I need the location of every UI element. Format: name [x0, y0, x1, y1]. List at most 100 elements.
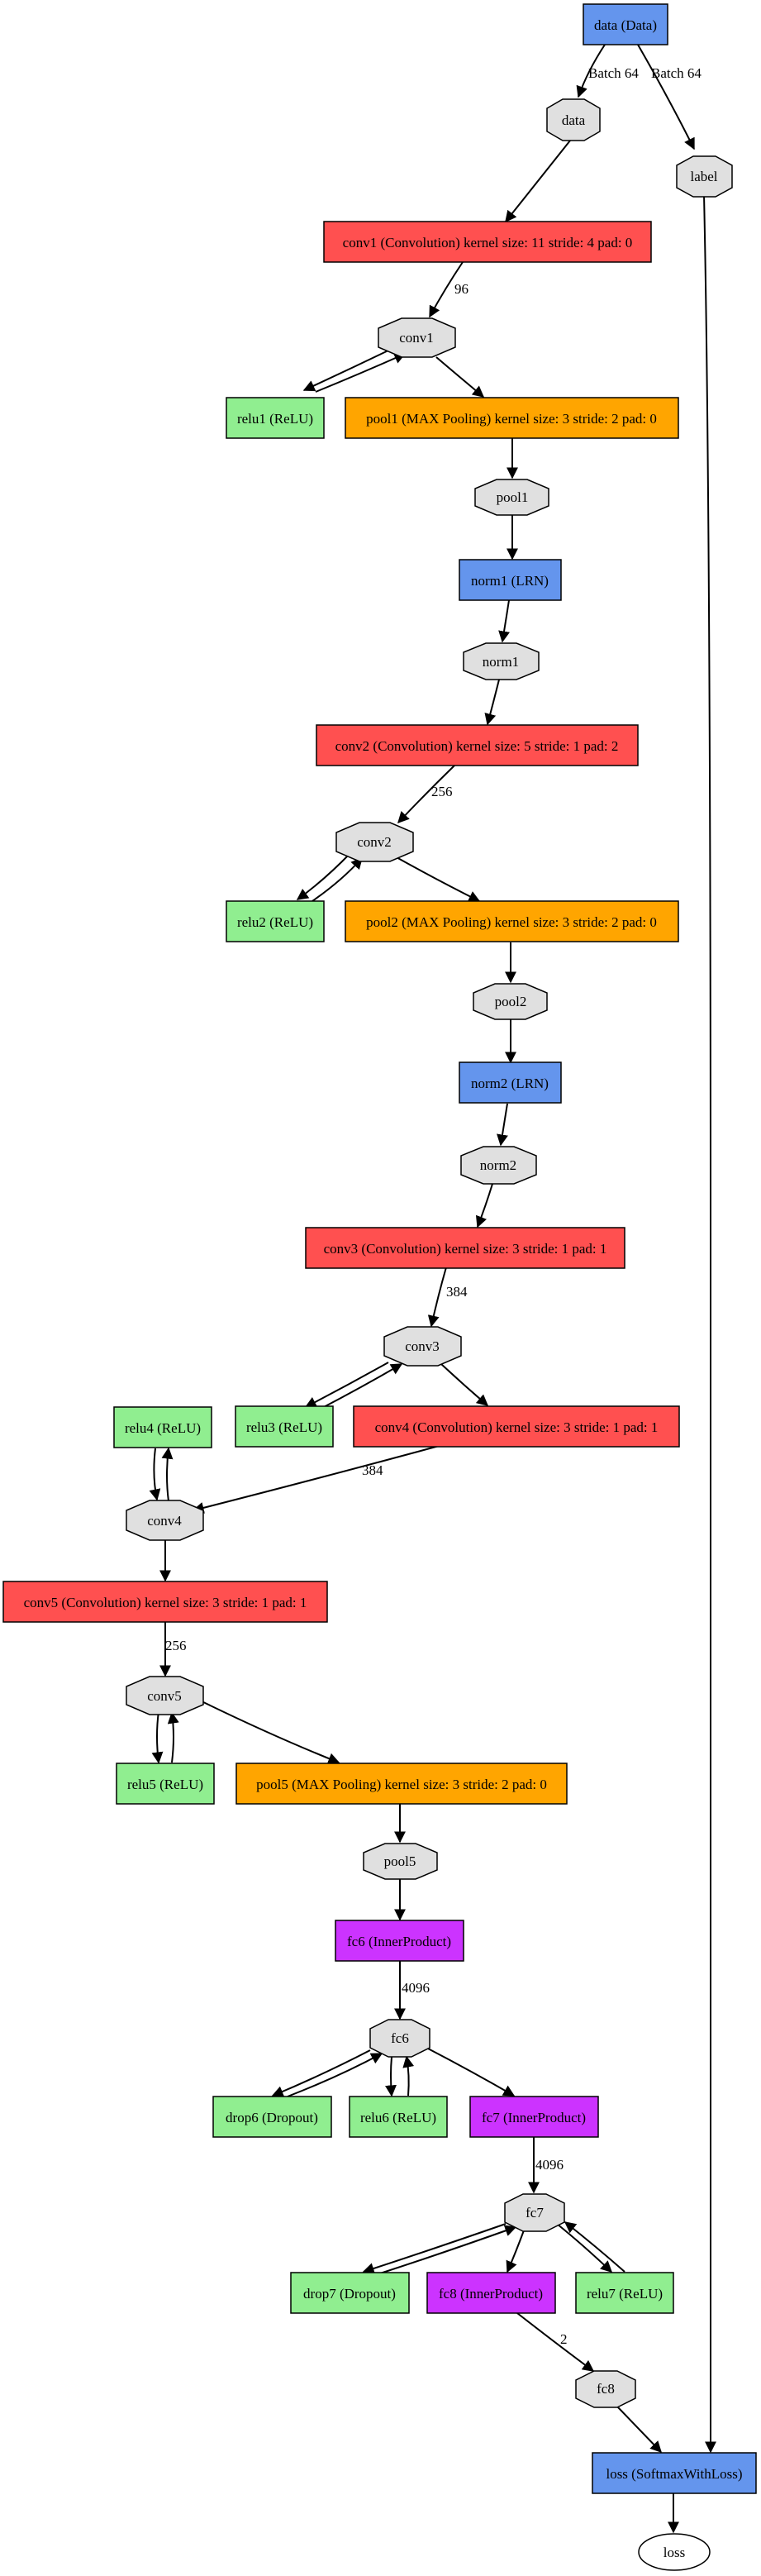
- blob-conv5[interactable]: conv5: [126, 1676, 204, 1715]
- layer-relu4[interactable]: relu4 (ReLU): [113, 1406, 212, 1448]
- blob-conv4-shape: [126, 1500, 204, 1541]
- edge-label-fc8-units: 2: [560, 2331, 568, 2347]
- layer-conv2-box: [316, 724, 639, 766]
- blob-data[interactable]: data: [546, 98, 601, 141]
- layer-pool2[interactable]: pool2 (MAX Pooling) kernel size: 3 strid…: [345, 900, 679, 942]
- blob-norm2[interactable]: norm2: [460, 1146, 537, 1185]
- blob-conv3-label: conv3: [405, 1338, 440, 1354]
- edge-drop6-to-fc6-blob: [287, 2053, 383, 2097]
- edge-fc7-blob-to-fc8: [506, 2230, 525, 2273]
- layer-pool2-label: pool2 (MAX Pooling) kernel size: 3 strid…: [366, 914, 657, 930]
- blob-label[interactable]: label: [676, 155, 733, 198]
- layer-relu2[interactable]: relu2 (ReLU): [226, 900, 325, 942]
- layer-relu5[interactable]: relu5 (ReLU): [116, 1763, 215, 1805]
- blob-pool5-label: pool5: [384, 1853, 416, 1869]
- edge-data-layer-to-data-blob: [576, 44, 606, 98]
- blob-conv2-label: conv2: [357, 834, 392, 850]
- blob-pool2[interactable]: pool2: [473, 983, 548, 1020]
- layer-norm1[interactable]: norm1 (LRN): [459, 559, 562, 601]
- layer-pool5[interactable]: pool5 (MAX Pooling) kernel size: 3 strid…: [235, 1763, 568, 1805]
- edge-relu1-to-conv1-blob: [315, 352, 407, 393]
- layer-fc7-box: [469, 2096, 599, 2138]
- blob-fc7-label: fc7: [526, 2205, 544, 2221]
- edge-labels: Batch 64 Batch 64 96 256 384 384 256 409…: [165, 65, 702, 2347]
- layer-relu7[interactable]: relu7 (ReLU): [575, 2272, 674, 2314]
- edge-norm2-blob-to-conv3: [475, 1183, 493, 1228]
- edge-conv3-to-conv3-blob: [427, 1267, 447, 1328]
- edge-fc7-blob-to-relu7: [556, 2223, 613, 2273]
- layer-norm2[interactable]: norm2 (LRN): [459, 1061, 562, 1104]
- layer-conv5[interactable]: conv5 (Convolution) kernel size: 3 strid…: [2, 1581, 328, 1623]
- blob-pool5[interactable]: pool5: [363, 1843, 438, 1880]
- layer-drop6[interactable]: drop6 (Dropout): [212, 2096, 332, 2138]
- blob-conv1-shape: [378, 317, 456, 358]
- blob-conv5-shape: [126, 1676, 204, 1715]
- blob-loss[interactable]: loss: [638, 2533, 711, 2571]
- edge-label-batch-data: Batch 64: [588, 65, 639, 81]
- edge-conv2-to-conv2-blob: [397, 765, 455, 824]
- blob-loss-shape: [638, 2533, 711, 2571]
- blob-conv3[interactable]: conv3: [383, 1326, 462, 1367]
- blob-norm2-shape: [460, 1146, 537, 1185]
- blob-pool1[interactable]: pool1: [474, 479, 549, 516]
- layer-relu1[interactable]: relu1 (ReLU): [226, 397, 325, 439]
- layer-fc6-label: fc6 (InnerProduct): [347, 1934, 451, 1949]
- blob-nodes: data label conv1 pool1 norm1 conv2 pool2: [126, 98, 733, 2571]
- layer-relu2-label: relu2 (ReLU): [237, 914, 313, 930]
- layer-relu6-label: relu6 (ReLU): [360, 2110, 436, 2125]
- layer-relu6[interactable]: relu6 (ReLU): [349, 2096, 448, 2138]
- layer-conv4-box: [353, 1405, 680, 1448]
- edge-relu6-to-fc6-blob: [402, 2055, 415, 2097]
- blob-data-label: data: [562, 112, 586, 128]
- blob-conv1-label: conv1: [399, 330, 434, 346]
- layer-conv2[interactable]: conv2 (Convolution) kernel size: 5 strid…: [316, 724, 639, 766]
- layer-fc6[interactable]: fc6 (InnerProduct): [335, 1920, 464, 1962]
- edge-fc7-blob-to-drop7: [362, 2223, 507, 2274]
- layer-pool1-box: [345, 397, 679, 439]
- layer-relu5-label: relu5 (ReLU): [127, 1777, 203, 1792]
- layer-loss-box: [592, 2452, 757, 2494]
- blob-label-shape: [676, 155, 733, 198]
- blob-fc6-shape: [369, 2019, 430, 2058]
- edge-relu7-to-fc7-blob: [564, 2221, 625, 2273]
- layer-conv3[interactable]: conv3 (Convolution) kernel size: 3 strid…: [305, 1227, 625, 1269]
- blob-conv1[interactable]: conv1: [378, 317, 456, 358]
- blob-pool1-shape: [474, 479, 549, 516]
- edge-conv4-blob-to-relu4: [161, 1447, 174, 1502]
- edge-relu5-to-conv5-blob: [167, 1711, 179, 1763]
- blob-norm1[interactable]: norm1: [463, 642, 540, 680]
- blob-conv2[interactable]: conv2: [335, 822, 414, 862]
- layer-loss-label: loss (SoftmaxWithLoss): [606, 2466, 742, 2482]
- blob-conv4[interactable]: conv4: [126, 1500, 204, 1541]
- blob-norm1-label: norm1: [483, 654, 519, 670]
- layer-conv4[interactable]: conv4 (Convolution) kernel size: 3 strid…: [353, 1405, 680, 1448]
- edge-fc6-blob-to-relu6: [385, 2056, 397, 2097]
- blob-fc7[interactable]: fc7: [504, 2193, 565, 2232]
- layer-loss[interactable]: loss (SoftmaxWithLoss): [592, 2452, 757, 2494]
- edge-drop7-to-fc7-blob: [379, 2225, 517, 2274]
- layer-relu1-label: relu1 (ReLU): [237, 411, 313, 427]
- blob-conv4-label: conv4: [147, 1513, 182, 1529]
- layer-fc7[interactable]: fc7 (InnerProduct): [469, 2096, 599, 2138]
- layer-conv1[interactable]: conv1 (Convolution) kernel size: 11 stri…: [323, 221, 652, 263]
- edge-conv5-blob-to-pool5: [197, 1699, 340, 1764]
- layer-drop7[interactable]: drop7 (Dropout): [290, 2272, 410, 2314]
- blob-norm1-shape: [463, 642, 540, 680]
- layer-conv5-box: [2, 1581, 328, 1623]
- edge-label-fc6-units: 4096: [402, 1980, 430, 1996]
- layer-pool1[interactable]: pool1 (MAX Pooling) kernel size: 3 strid…: [345, 397, 679, 439]
- blob-pool2-shape: [473, 983, 548, 1020]
- blob-fc8[interactable]: fc8: [575, 2370, 636, 2408]
- blob-fc7-shape: [504, 2193, 565, 2232]
- blob-conv5-label: conv5: [147, 1688, 182, 1704]
- layer-relu3[interactable]: relu3 (ReLU): [235, 1405, 334, 1448]
- edge-conv4-to-conv4-blob: [192, 1444, 443, 1514]
- blob-norm2-label: norm2: [480, 1157, 516, 1173]
- layer-data[interactable]: data (Data): [583, 3, 668, 45]
- edge-label-fc7-units: 4096: [535, 2157, 564, 2173]
- layer-fc8-box: [426, 2272, 556, 2314]
- edge-fc6-blob-to-fc7: [427, 2048, 516, 2097]
- layer-fc8[interactable]: fc8 (InnerProduct): [426, 2272, 556, 2314]
- blob-fc6[interactable]: fc6: [369, 2019, 430, 2058]
- edge-conv1-to-conv1-blob: [429, 261, 464, 318]
